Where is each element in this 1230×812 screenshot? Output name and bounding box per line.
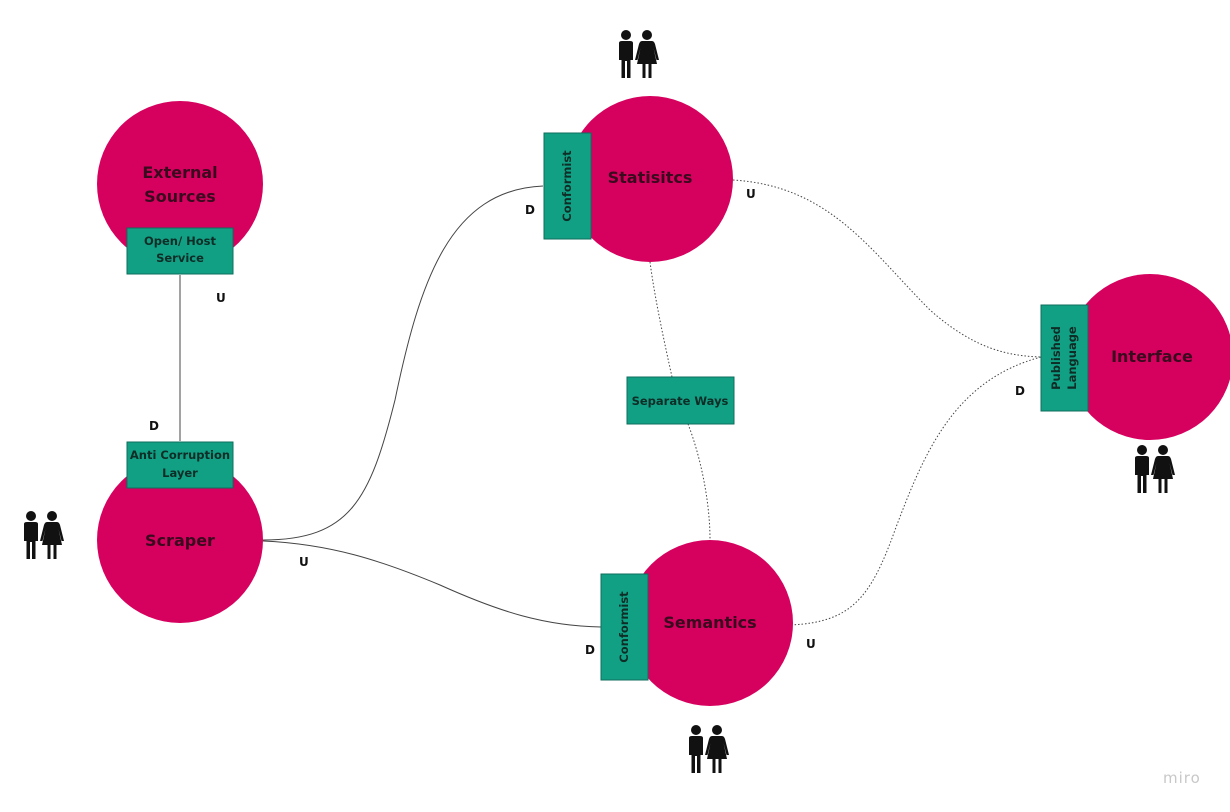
context-statistics[interactable]: Statisitcs	[567, 96, 733, 262]
scraper-upstream-marker: U	[299, 555, 309, 569]
statistics-circle	[567, 96, 733, 262]
external-sources-label-line2: Sources	[144, 187, 216, 206]
published-language-box	[1040, 304, 1089, 412]
open-host-service-box	[126, 227, 234, 275]
conformist-statistics-box	[543, 132, 592, 240]
connection-scraper-to-statistics	[262, 185, 544, 541]
scraper-downstream-marker: D	[149, 419, 159, 433]
statistics-upstream-marker: U	[746, 187, 756, 201]
published-language-label-line1: Published	[1049, 326, 1063, 390]
connection-statistics-to-interface	[732, 179, 1042, 358]
people-icon	[24, 511, 64, 559]
external-sources-circle	[97, 101, 263, 267]
external-sources-label-line1: External	[142, 163, 217, 182]
conformist-semantics-box	[600, 573, 649, 681]
pattern-conformist-semantics[interactable]: Conformist	[600, 573, 649, 681]
interface-circle	[1067, 274, 1230, 440]
pattern-anti-corruption-layer[interactable]: Anti Corruption Layer	[126, 441, 234, 489]
people-icon	[1135, 445, 1175, 493]
people-icon	[689, 725, 729, 773]
semantics-downstream-marker: D	[585, 643, 595, 657]
open-host-service-label-line2: Service	[156, 251, 204, 265]
ext-upstream-marker: U	[216, 291, 226, 305]
relation-markers: U D U D U D U D	[149, 187, 1025, 657]
connections	[179, 179, 1042, 628]
statistics-label: Statisitcs	[608, 168, 693, 187]
pattern-separate-ways[interactable]: Separate Ways	[626, 376, 735, 425]
separate-ways-label: Separate Ways	[632, 394, 729, 408]
connection-separate-ways-to-semantics	[687, 423, 711, 541]
conformist-statistics-label: Conformist	[560, 150, 574, 222]
anti-corruption-layer-box	[126, 441, 234, 489]
separate-ways-box	[626, 376, 735, 425]
interface-downstream-marker: D	[1015, 384, 1025, 398]
semantics-label: Semantics	[663, 613, 756, 632]
semantics-circle	[627, 540, 793, 706]
pattern-open-host-service[interactable]: Open/ Host Service	[126, 227, 234, 275]
connection-scraper-to-semantics	[262, 540, 602, 628]
context-external-sources[interactable]: External Sources	[97, 101, 263, 267]
scraper-label: Scraper	[145, 531, 215, 550]
scraper-circle	[97, 457, 263, 623]
conformist-semantics-label: Conformist	[617, 591, 631, 663]
people-icon	[619, 30, 659, 78]
statistics-downstream-marker: D	[525, 203, 535, 217]
semantics-upstream-marker: U	[806, 637, 816, 651]
context-interface[interactable]: Interface	[1067, 274, 1230, 440]
pattern-published-language[interactable]: Published Language	[1040, 304, 1089, 412]
pattern-conformist-statistics[interactable]: Conformist	[543, 132, 592, 240]
published-language-label-line2: Language	[1065, 326, 1079, 390]
open-host-service-label-line1: Open/ Host	[144, 234, 217, 248]
anti-corruption-layer-label-line1: Anti Corruption	[130, 448, 230, 462]
miro-watermark: miro	[1163, 769, 1201, 787]
context-scraper[interactable]: Scraper	[97, 457, 263, 623]
connection-statistics-to-separate-ways	[649, 261, 673, 378]
context-semantics[interactable]: Semantics	[627, 540, 793, 706]
interface-label: Interface	[1111, 347, 1193, 366]
anti-corruption-layer-label-line2: Layer	[162, 466, 198, 480]
connection-semantics-to-interface	[790, 356, 1042, 626]
